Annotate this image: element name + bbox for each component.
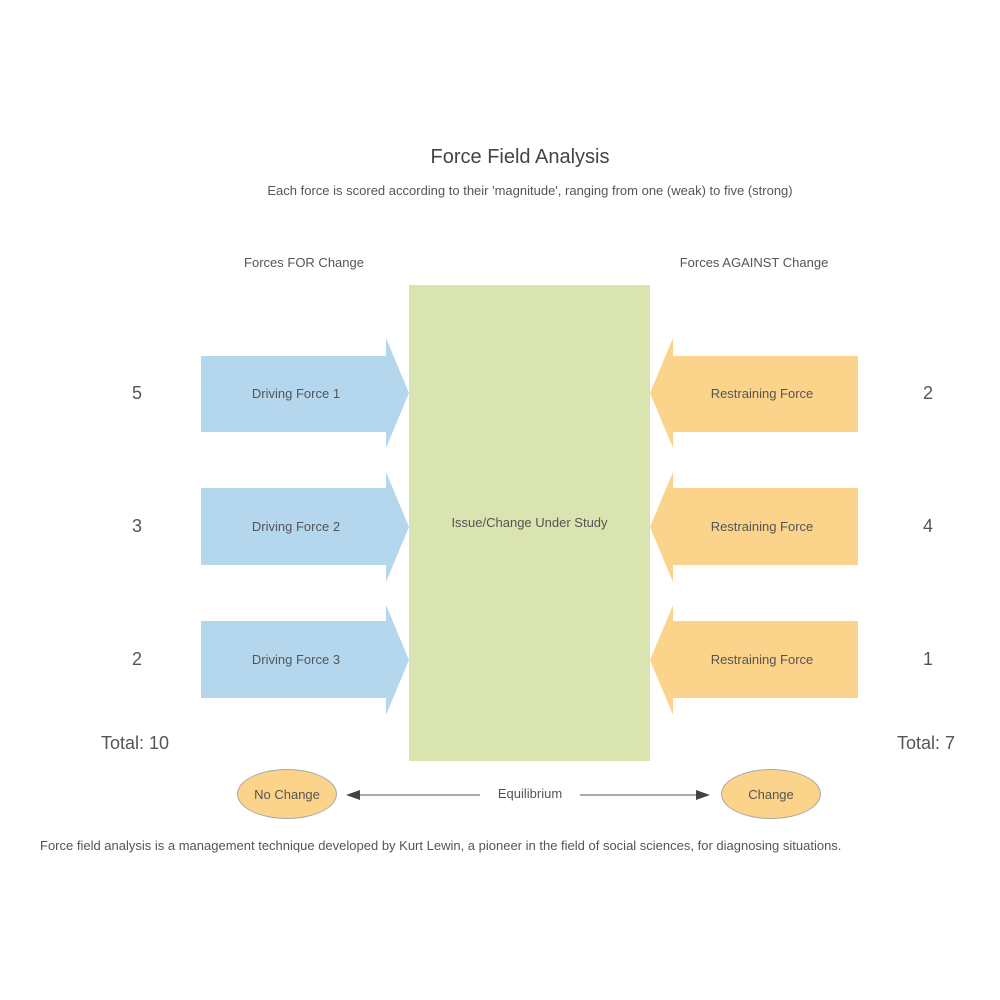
forces-against-label: Forces AGAINST Change (679, 255, 829, 270)
restraining-force-label-3: Restraining Force (710, 652, 814, 667)
issue-box (409, 285, 650, 761)
right-arrow-shape-3 (201, 605, 409, 715)
driving-force-arrow-2 (201, 472, 409, 582)
equilibrium-label: Equilibrium (480, 786, 580, 801)
diagram-subtitle: Each force is scored according to their … (267, 183, 793, 198)
forces-for-label: Forces FOR Change (244, 255, 364, 270)
total-against: Total: 7 (897, 733, 956, 753)
total-for: Total: 10 (101, 733, 170, 753)
driving-force-label-2: Driving Force 2 (251, 519, 341, 534)
footnote: Force field analysis is a management tec… (40, 838, 842, 853)
driving-score-2: 3 (131, 516, 142, 536)
right-arrow-shape-1 (201, 338, 409, 448)
restraining-score-1: 2 (922, 383, 933, 403)
left-arrow-shape-3 (650, 605, 858, 715)
change-oval: Change (721, 769, 821, 819)
restraining-force-label-1: Restraining Force (710, 386, 814, 401)
left-arrow-shape-1 (650, 338, 858, 448)
driving-force-arrow-3 (201, 605, 409, 715)
left-arrow-shape-2 (650, 472, 858, 582)
right-arrow-shape-2 (201, 472, 409, 582)
diagram-title: Force Field Analysis (430, 146, 610, 168)
restraining-force-arrow-3 (650, 605, 858, 715)
restraining-score-3: 1 (922, 649, 933, 669)
no-change-oval: No Change (237, 769, 337, 819)
driving-score-1: 5 (131, 383, 142, 403)
restraining-force-arrow-2 (650, 472, 858, 582)
issue-label: Issue/Change Under Study (451, 515, 608, 530)
driving-force-arrow-1 (201, 338, 409, 448)
no-change-label: No Change (254, 786, 320, 802)
restraining-force-arrow-1 (650, 338, 858, 448)
restraining-score-2: 4 (922, 516, 933, 536)
restraining-force-label-2: Restraining Force (710, 519, 814, 534)
change-label: Change (748, 786, 794, 802)
driving-force-label-1: Driving Force 1 (251, 386, 341, 401)
driving-score-3: 2 (131, 649, 142, 669)
driving-force-label-3: Driving Force 3 (251, 652, 341, 667)
